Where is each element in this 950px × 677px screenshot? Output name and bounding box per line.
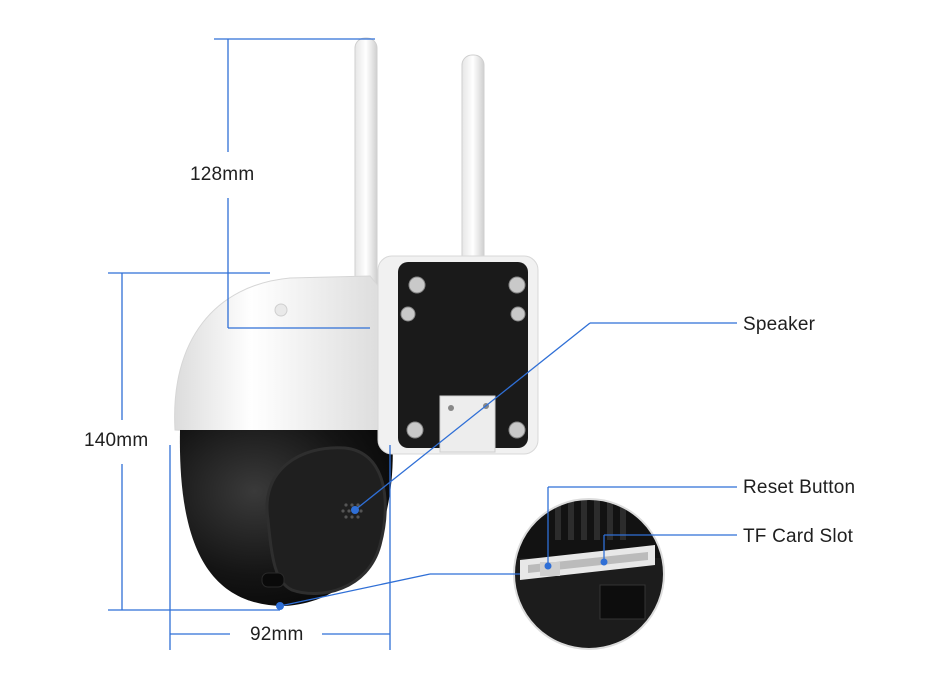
antenna-right — [461, 54, 485, 286]
mount-screws — [400, 276, 526, 439]
dimension-lines — [108, 38, 391, 650]
camera-lens-ring — [265, 446, 387, 596]
antenna-height-label: 128mm — [186, 164, 259, 186]
body-height-label: 140mm — [80, 430, 153, 452]
callout-dots — [276, 506, 608, 610]
bracket-screw — [448, 405, 454, 411]
speaker-callout: Speaker — [743, 314, 816, 335]
body-width-label: 92mm — [246, 624, 308, 646]
camera-shell — [174, 275, 396, 441]
reset-button-callout: Reset Button — [743, 477, 856, 498]
slot-zoom-inset — [513, 498, 665, 650]
lens-notch — [261, 572, 285, 588]
indicator-light — [274, 303, 288, 317]
callout-lines — [279, 322, 737, 607]
tf-card-slot-callout: TF Card Slot — [743, 526, 854, 547]
